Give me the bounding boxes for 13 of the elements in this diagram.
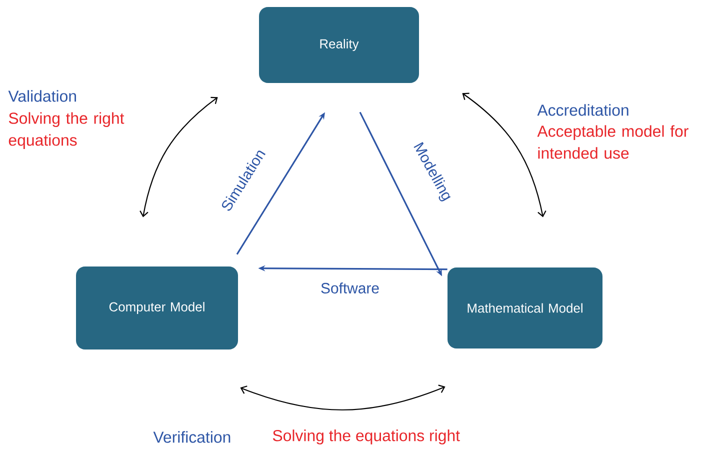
annotation-text: Verification bbox=[153, 431, 230, 443]
arrow bbox=[462, 92, 546, 218]
arrow bbox=[140, 96, 218, 218]
annotation-text: Acceptable model for intended use bbox=[537, 125, 688, 159]
annotation-text: Solving the equations right bbox=[272, 430, 460, 444]
annotation-text: Solving the right equations bbox=[8, 112, 124, 149]
annotation-text: Accreditation bbox=[537, 104, 628, 116]
arrow bbox=[240, 384, 446, 410]
process-box: Mathematical Model bbox=[448, 267, 602, 348]
process-box: Computer Model bbox=[76, 266, 238, 350]
process-box: Reality bbox=[259, 7, 419, 83]
edge-label: Software bbox=[321, 282, 379, 294]
annotation-text: Validation bbox=[8, 90, 76, 102]
